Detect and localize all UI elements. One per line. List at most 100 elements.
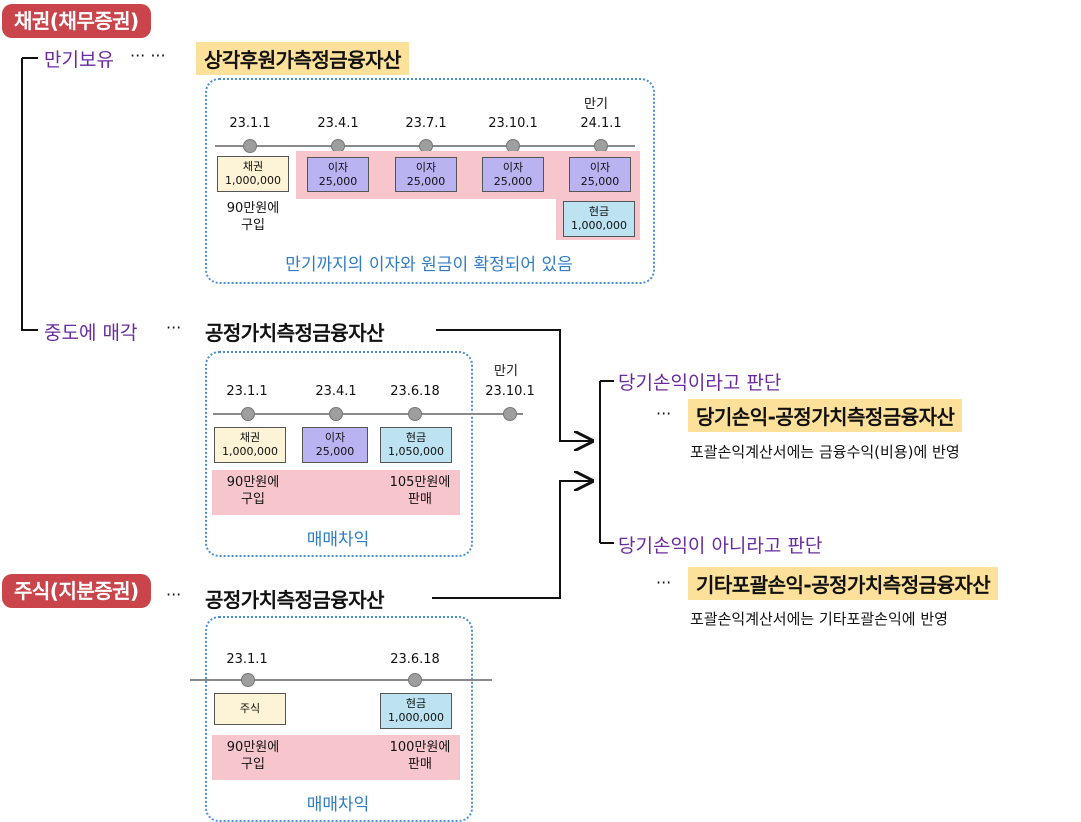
sell-sale-note: 105만원에 판매 xyxy=(380,474,460,508)
sell-maturity-label: 만기 xyxy=(494,364,518,379)
stock-date: 23.1.1 xyxy=(226,652,268,667)
hold-principal-box: 채권 1,000,000 xyxy=(217,156,289,192)
sell-timeline-dot xyxy=(241,407,255,421)
oci-judgment-label: 당기손익이 아니라고 판단 xyxy=(618,535,823,557)
hold-date: 24.1.1 xyxy=(580,116,622,131)
hold-date: 23.1.1 xyxy=(229,116,271,131)
stock-cash-box: 현금 1,000,000 xyxy=(380,693,452,729)
hold-interest-box: 이자 25,000 xyxy=(482,157,544,192)
box-amount: 1,000,000 xyxy=(222,445,278,458)
sell-timeline-box xyxy=(205,351,473,557)
stock-sale-note: 100만원에 판매 xyxy=(380,739,460,773)
stock-timeline-dot xyxy=(241,673,255,687)
hold-interest-box: 이자 25,000 xyxy=(307,157,369,192)
box-title: 현금 xyxy=(405,431,427,444)
note-line: 105만원에 xyxy=(389,475,451,490)
sell-date: 23.6.18 xyxy=(390,384,440,399)
sell-date: 23.1.1 xyxy=(226,384,268,399)
box-amount: 25,000 xyxy=(406,174,446,188)
hold-timeline-box xyxy=(205,78,655,284)
stock-timeline xyxy=(190,679,492,681)
box-amount: 1,000,000 xyxy=(571,219,627,232)
sell-fair-value-label: 공정가치측정금융자산 xyxy=(205,321,385,345)
sell-purchase-note: 90만원에 구입 xyxy=(214,474,292,508)
box-title: 이자 xyxy=(502,160,524,174)
hold-dots: ··· ··· xyxy=(130,46,166,65)
stock-timeline-box xyxy=(205,616,473,822)
sell-timeline-dot xyxy=(329,407,343,421)
sell-to-judgment-line xyxy=(436,329,592,441)
box-title: 이자 xyxy=(415,160,437,174)
fvtpl-label: 당기손익-공정가치측정금융자산 xyxy=(688,399,963,432)
hold-interest-box: 이자 25,000 xyxy=(569,157,631,192)
note-line: 구입 xyxy=(241,218,265,233)
box-amount: 1,050,000 xyxy=(388,445,444,458)
hold-date: 23.7.1 xyxy=(405,116,447,131)
hold-cash-box: 현금 1,000,000 xyxy=(563,201,635,237)
box-title: 이자 xyxy=(589,160,611,174)
bond-tree-line xyxy=(21,57,38,331)
box-amount: 25,000 xyxy=(315,445,355,458)
stock-box: 주식 xyxy=(214,693,286,725)
oci-note: 포괄손익계산서에는 기타포괄손익에 반영 xyxy=(690,610,948,628)
note-line: 판매 xyxy=(408,492,432,507)
sell-timeline-dot xyxy=(408,407,422,421)
hold-maturity-label: 만기 xyxy=(584,97,608,112)
oci-dots: ··· xyxy=(656,573,672,592)
sell-cash-box: 현금 1,050,000 xyxy=(380,427,452,463)
hold-caption: 만기까지의 이자와 원금이 확정되어 있음 xyxy=(285,255,573,275)
pl-dots: ··· xyxy=(656,404,672,423)
box-title: 주식 xyxy=(239,702,261,715)
stock-dots: ··· xyxy=(166,585,182,604)
mid-term-sale-label: 중도에 매각 xyxy=(44,322,138,344)
note-line: 90만원에 xyxy=(226,475,280,490)
box-title: 현금 xyxy=(405,697,427,710)
note-line: 구입 xyxy=(241,757,265,772)
box-amount: 1,000,000 xyxy=(225,174,281,187)
sell-principal-box: 채권 1,000,000 xyxy=(214,427,286,463)
sell-dots: ··· xyxy=(166,318,182,337)
stock-pill: 주식(지분증권) xyxy=(2,574,151,608)
hold-timeline-dot xyxy=(243,139,257,153)
box-amount: 25,000 xyxy=(580,174,620,188)
stock-caption: 매매차익 xyxy=(306,795,370,815)
hold-to-maturity-label: 만기보유 xyxy=(44,49,114,71)
hold-date: 23.4.1 xyxy=(317,116,359,131)
box-amount: 25,000 xyxy=(318,174,358,188)
hold-date: 23.10.1 xyxy=(488,116,538,131)
box-title: 채권 xyxy=(239,431,261,444)
box-amount: 25,000 xyxy=(493,174,533,188)
sell-gain-band xyxy=(212,470,460,515)
sell-caption: 매매차익 xyxy=(306,530,370,550)
note-line: 90만원에 xyxy=(226,740,280,755)
amortized-cost-label: 상각후원가측정금융자산 xyxy=(196,42,409,75)
note-line: 구입 xyxy=(241,492,265,507)
stock-gain-band xyxy=(212,735,460,780)
box-amount: 1,000,000 xyxy=(388,711,444,724)
box-title: 채권 xyxy=(242,160,264,173)
sell-date: 23.4.1 xyxy=(315,384,357,399)
sell-timeline xyxy=(213,413,523,415)
note-line: 90만원에 xyxy=(226,201,280,216)
pl-judgment-label: 당기손익이라고 판단 xyxy=(618,372,782,394)
stock-fair-value-label: 공정가치측정금융자산 xyxy=(205,588,385,612)
sell-date: 23.10.1 xyxy=(485,384,535,399)
judgment-tree-line xyxy=(599,380,614,544)
stock-date: 23.6.18 xyxy=(390,652,440,667)
bond-pill: 채권(채무증권) xyxy=(2,4,151,38)
stock-timeline-dot xyxy=(408,673,422,687)
sell-timeline-dot xyxy=(503,407,517,421)
fvoci-label: 기타포괄손익-공정가치측정금융자산 xyxy=(688,567,999,600)
note-line: 판매 xyxy=(408,757,432,772)
stock-to-judgment-line xyxy=(432,481,592,599)
hold-interest-box: 이자 25,000 xyxy=(395,157,457,192)
stock-purchase-note: 90만원에 구입 xyxy=(214,739,292,773)
note-line: 100만원에 xyxy=(389,740,451,755)
pl-note: 포괄손익계산서에는 금융수익(비용)에 반영 xyxy=(690,443,960,461)
box-title: 이자 xyxy=(327,160,349,174)
box-title: 이자 xyxy=(324,431,346,444)
box-title: 현금 xyxy=(588,205,610,218)
hold-purchase-note: 90만원에 구입 xyxy=(212,200,294,234)
sell-interest-box: 이자 25,000 xyxy=(302,427,368,463)
